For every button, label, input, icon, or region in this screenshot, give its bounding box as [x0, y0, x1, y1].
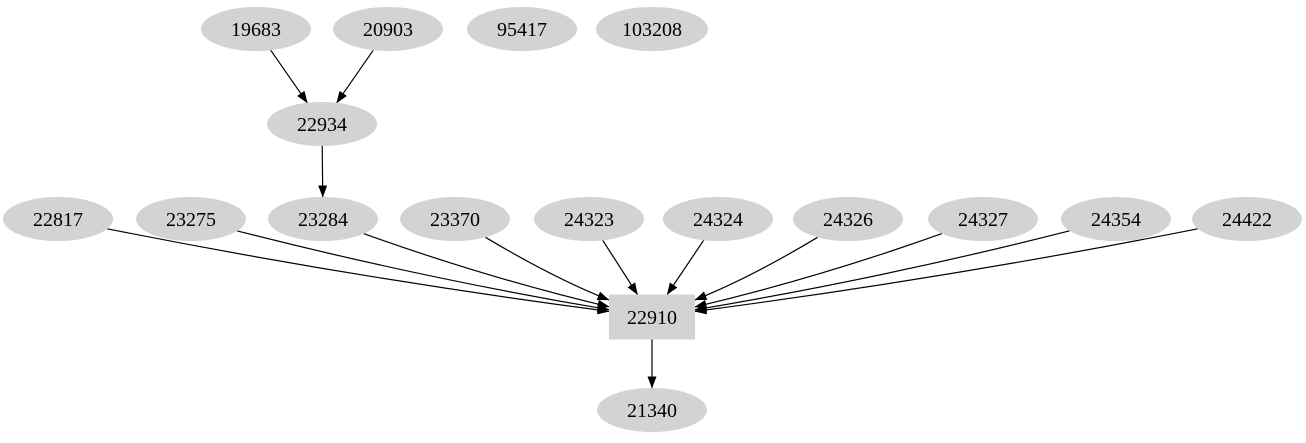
graph-node-22817: 22817	[3, 197, 113, 241]
graph-edge-24422-22910	[694, 228, 1198, 315]
node-label: 24354	[1091, 209, 1141, 231]
node-label: 95417	[497, 19, 547, 41]
graph-edge-24324-22910	[666, 239, 705, 295]
node-label: 103208	[622, 19, 682, 41]
node-ellipse-shape	[467, 7, 577, 51]
graph-node-24324: 24324	[663, 197, 773, 241]
graph-node-24326: 24326	[793, 197, 903, 241]
graph-node-22910: 22910	[609, 294, 695, 340]
node-label: 23284	[298, 209, 348, 231]
node-label: 20903	[363, 19, 413, 41]
node-label: 21340	[627, 400, 677, 422]
node-label: 22910	[627, 307, 677, 329]
node-label: 23370	[430, 209, 480, 231]
node-ellipse-shape	[268, 197, 378, 241]
graph-edge-22817-22910	[107, 228, 610, 315]
graph-node-24327: 24327	[928, 197, 1038, 241]
graph-node-24354: 24354	[1061, 197, 1171, 241]
graph-node-24422: 24422	[1192, 197, 1302, 241]
node-label: 24326	[823, 209, 873, 231]
node-label: 23275	[166, 209, 216, 231]
node-ellipse-shape	[596, 7, 708, 51]
graph-edge-20903-22934	[336, 49, 374, 104]
node-ellipse-shape	[1192, 197, 1302, 241]
graph-edge-24327-22910	[694, 233, 943, 309]
graph-node-21340: 21340	[597, 388, 707, 432]
graph-node-23284: 23284	[268, 197, 378, 241]
node-ellipse-shape	[400, 197, 510, 241]
node-ellipse-shape	[201, 7, 311, 51]
node-label: 24324	[693, 209, 743, 231]
node-box-shape	[609, 294, 695, 340]
node-ellipse-shape	[534, 197, 644, 241]
graph-node-22934: 22934	[267, 102, 377, 146]
node-ellipse-shape	[3, 197, 113, 241]
graph-node-95417: 95417	[467, 7, 577, 51]
graph-edge-23370-22910	[485, 236, 610, 301]
graph-edge-24323-22910	[602, 239, 639, 295]
node-label: 24327	[958, 209, 1008, 231]
graph-edge-19683-22934	[270, 49, 308, 104]
graph-node-24323: 24323	[534, 197, 644, 241]
node-label: 22934	[297, 114, 347, 136]
node-label: 24422	[1222, 209, 1272, 231]
node-ellipse-shape	[267, 102, 377, 146]
graph-edge-23284-22910	[363, 233, 610, 309]
graph-node-19683: 19683	[201, 7, 311, 51]
node-layer: 19683 20903 95417 103208 22934 22817 23275 2328…	[3, 7, 1302, 432]
graph-node-23275: 23275	[136, 197, 246, 241]
node-label: 19683	[231, 19, 281, 41]
graph-node-23370: 23370	[400, 197, 510, 241]
node-ellipse-shape	[663, 197, 773, 241]
node-ellipse-shape	[333, 7, 443, 51]
node-ellipse-shape	[136, 197, 246, 241]
node-ellipse-shape	[793, 197, 903, 241]
graph-edge-24326-22910	[694, 236, 818, 301]
node-ellipse-shape	[597, 388, 707, 432]
node-ellipse-shape	[928, 197, 1038, 241]
graph-node-20903: 20903	[333, 7, 443, 51]
node-label: 22817	[33, 209, 83, 231]
node-ellipse-shape	[1061, 197, 1171, 241]
graph-edge-22934-23284	[318, 145, 328, 198]
graph-edge-23275-22910	[237, 230, 610, 313]
edge-layer	[107, 49, 1198, 389]
graph-node-103208: 103208	[596, 7, 708, 51]
node-label: 24323	[564, 209, 614, 231]
graph-edge-24354-22910	[694, 230, 1070, 313]
